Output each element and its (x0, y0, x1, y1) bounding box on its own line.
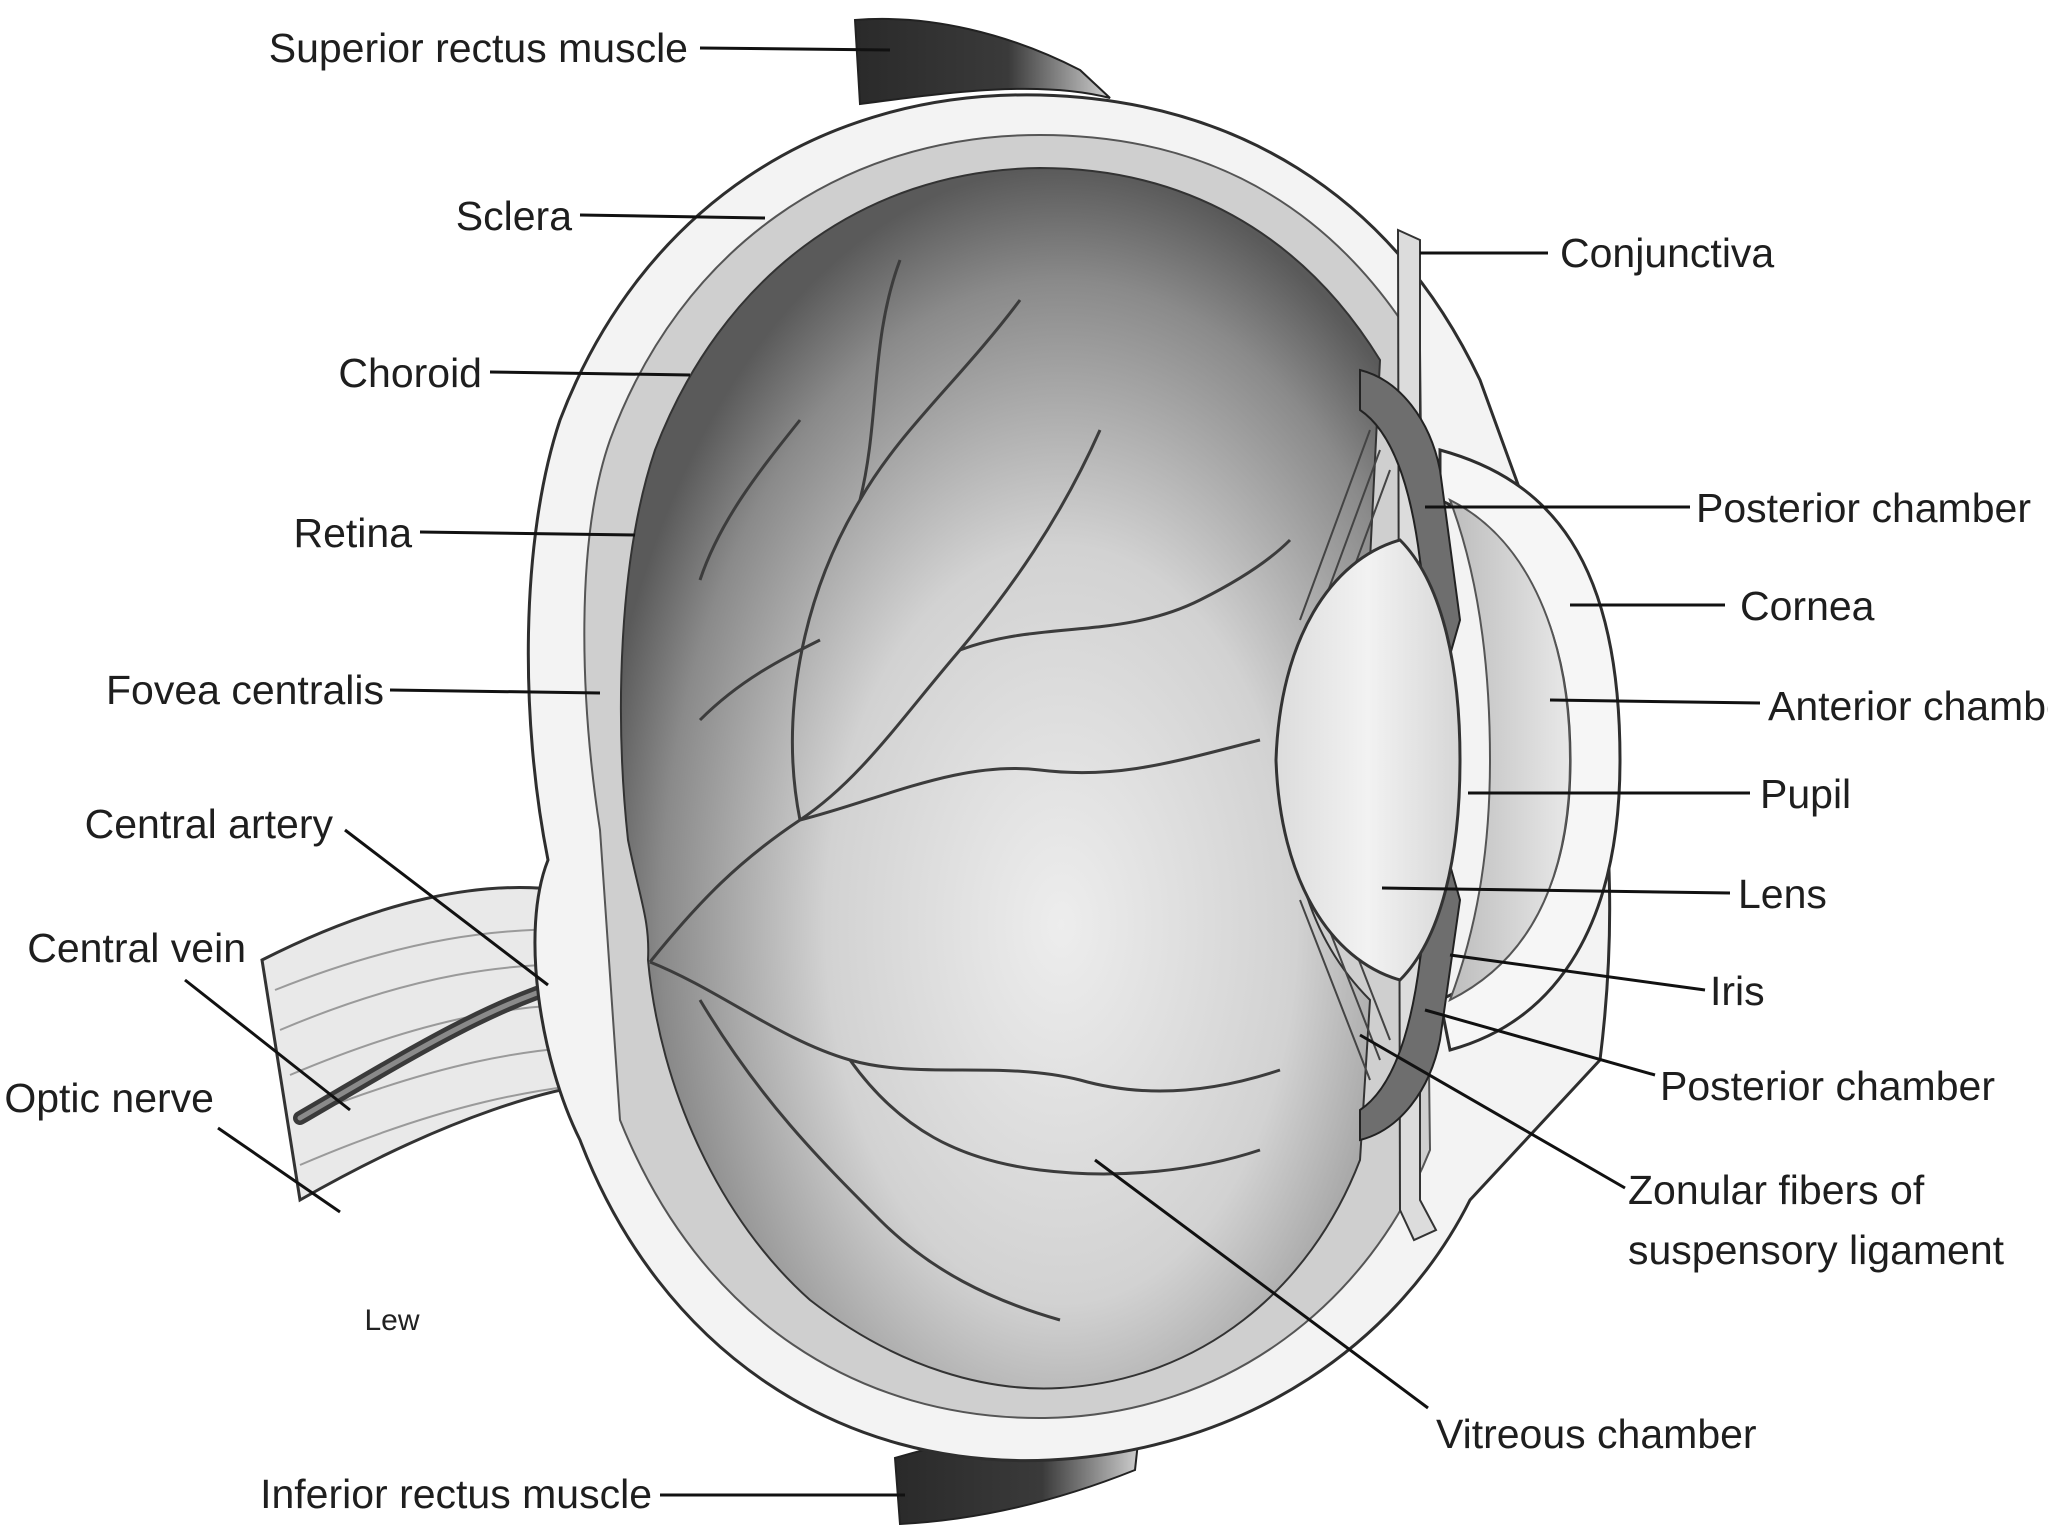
label-zonular-fibers-line1: Zonular fibers of (1628, 1167, 1925, 1213)
label-fovea-centralis: Fovea centralis (106, 667, 384, 713)
labels: Superior rectus muscle Sclera Choroid Re… (4, 25, 2048, 1517)
label-cornea: Cornea (1740, 583, 1875, 629)
eyeball-illustration (260, 17, 1622, 1526)
label-choroid: Choroid (338, 350, 482, 396)
label-vitreous-chamber: Vitreous chamber (1436, 1411, 1757, 1457)
leader-lines (184, 46, 1761, 1497)
leader-iris (1449, 953, 1706, 992)
artist-signature: Lew (364, 1304, 419, 1337)
leader-lens (1381, 886, 1731, 895)
vitreous-chamber-shape (620, 166, 1382, 1390)
leader-posterior-chamber-lower (1424, 1008, 1656, 1077)
label-conjunctiva: Conjunctiva (1560, 230, 1774, 276)
label-central-artery: Central artery (85, 801, 334, 847)
leader-central-artery (344, 828, 549, 987)
leader-anterior-chamber (1549, 698, 1761, 705)
label-lens: Lens (1738, 871, 1827, 917)
label-sclera: Sclera (456, 193, 572, 239)
superior-rectus-muscle-shape (853, 17, 1111, 106)
leader-central-vein (184, 978, 351, 1112)
label-posterior-chamber-lower: Posterior chamber (1660, 1063, 1995, 1109)
anterior-chamber-shape (1448, 497, 1572, 1003)
label-posterior-chamber-upper: Posterior chamber (1696, 485, 2031, 531)
leader-fovea (389, 688, 601, 695)
leader-optic-nerve (217, 1126, 341, 1214)
leader-vitreous-chamber (1094, 1158, 1429, 1410)
label-retina: Retina (293, 510, 412, 556)
label-optic-nerve: Optic nerve (4, 1075, 214, 1121)
leader-retina (419, 530, 636, 537)
lens-shape (1274, 538, 1462, 982)
label-zonular-fibers-line2: suspensory ligament (1628, 1227, 2005, 1273)
label-inferior-rectus-muscle: Inferior rectus muscle (260, 1471, 652, 1517)
leader-choroid (489, 370, 691, 377)
label-superior-rectus-muscle: Superior rectus muscle (269, 25, 688, 71)
label-iris: Iris (1710, 968, 1765, 1014)
leader-superior-rectus (699, 46, 891, 52)
leader-sclera (579, 213, 766, 220)
leader-zonular-fibers (1359, 1033, 1626, 1190)
label-central-vein: Central vein (27, 925, 246, 971)
retinal-vessels (648, 259, 1292, 1322)
label-pupil: Pupil (1760, 771, 1851, 817)
label-anterior-chamber: Anterior chamber (1768, 683, 2048, 729)
